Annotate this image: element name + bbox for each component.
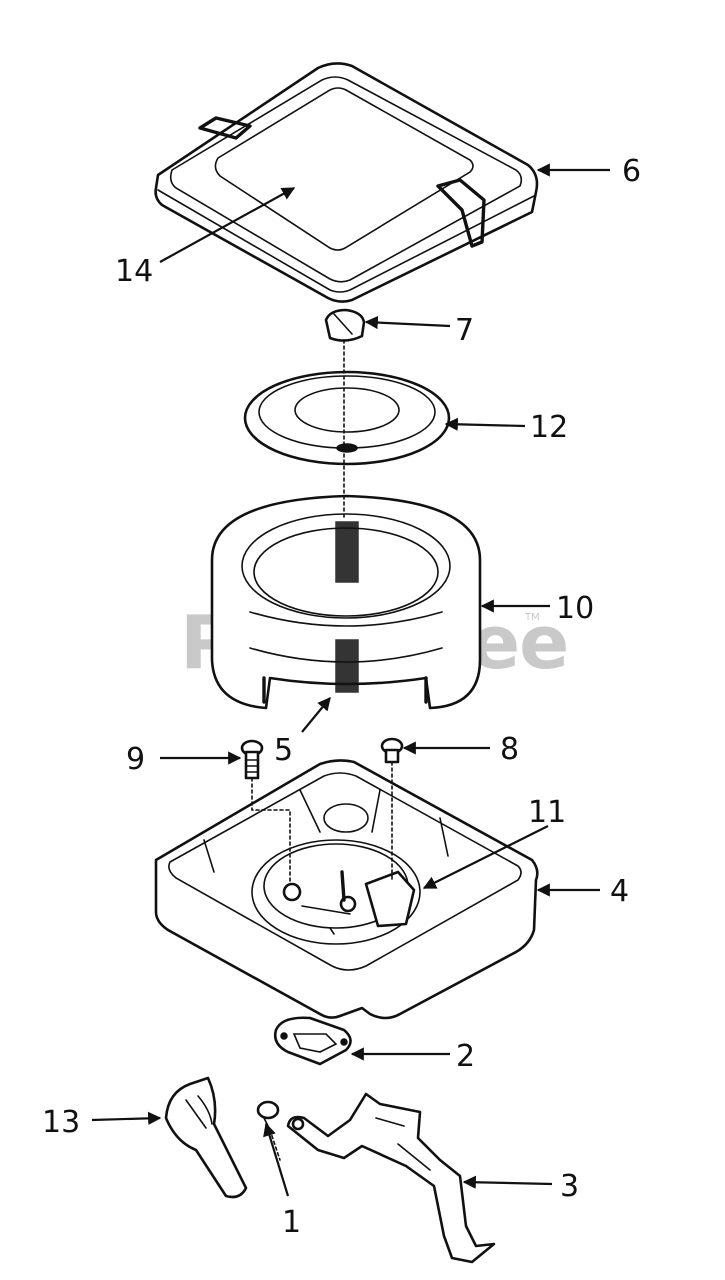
part-12-filter-cover xyxy=(243,370,451,466)
leader-13 xyxy=(91,1111,162,1125)
leader-7 xyxy=(364,315,451,330)
part-6-cover xyxy=(154,62,539,303)
part-13-bracket xyxy=(164,1076,248,1199)
leader-1 xyxy=(263,1122,290,1197)
callout-4: 4 xyxy=(610,874,629,909)
callout-9: 9 xyxy=(126,742,145,777)
callout-5: 5 xyxy=(274,733,293,768)
part-10-filter-element xyxy=(210,494,482,710)
part-8-bolt xyxy=(380,737,404,764)
part-2-gasket xyxy=(273,1016,352,1066)
part-7-wing-nut xyxy=(324,308,366,342)
callout-13: 13 xyxy=(42,1105,80,1140)
callout-7: 7 xyxy=(455,313,474,348)
leader-11 xyxy=(422,825,549,889)
callout-8: 8 xyxy=(500,732,519,767)
callout-leaders xyxy=(91,163,610,1197)
part-4-base xyxy=(154,759,539,1020)
callout-10: 10 xyxy=(556,591,594,626)
callout-6: 6 xyxy=(622,154,641,189)
leader-3 xyxy=(462,1175,553,1189)
callout-11: 11 xyxy=(528,795,566,830)
leader-12 xyxy=(444,417,526,431)
part-9-bolt xyxy=(240,739,264,780)
watermark-trademark: TM xyxy=(524,612,540,623)
callout-1: 1 xyxy=(282,1205,301,1240)
leader-5 xyxy=(301,696,331,733)
callout-2: 2 xyxy=(456,1039,475,1074)
callout-12: 12 xyxy=(530,410,568,445)
callout-14: 14 xyxy=(115,254,153,289)
leader-14 xyxy=(159,187,296,263)
callout-labels: 6 14 7 12 10 5 9 8 11 4 2 13 3 1 xyxy=(42,154,641,1240)
part-1-screw xyxy=(256,1100,280,1131)
callout-3: 3 xyxy=(560,1169,579,1204)
part-3-support-bracket xyxy=(286,1092,496,1264)
